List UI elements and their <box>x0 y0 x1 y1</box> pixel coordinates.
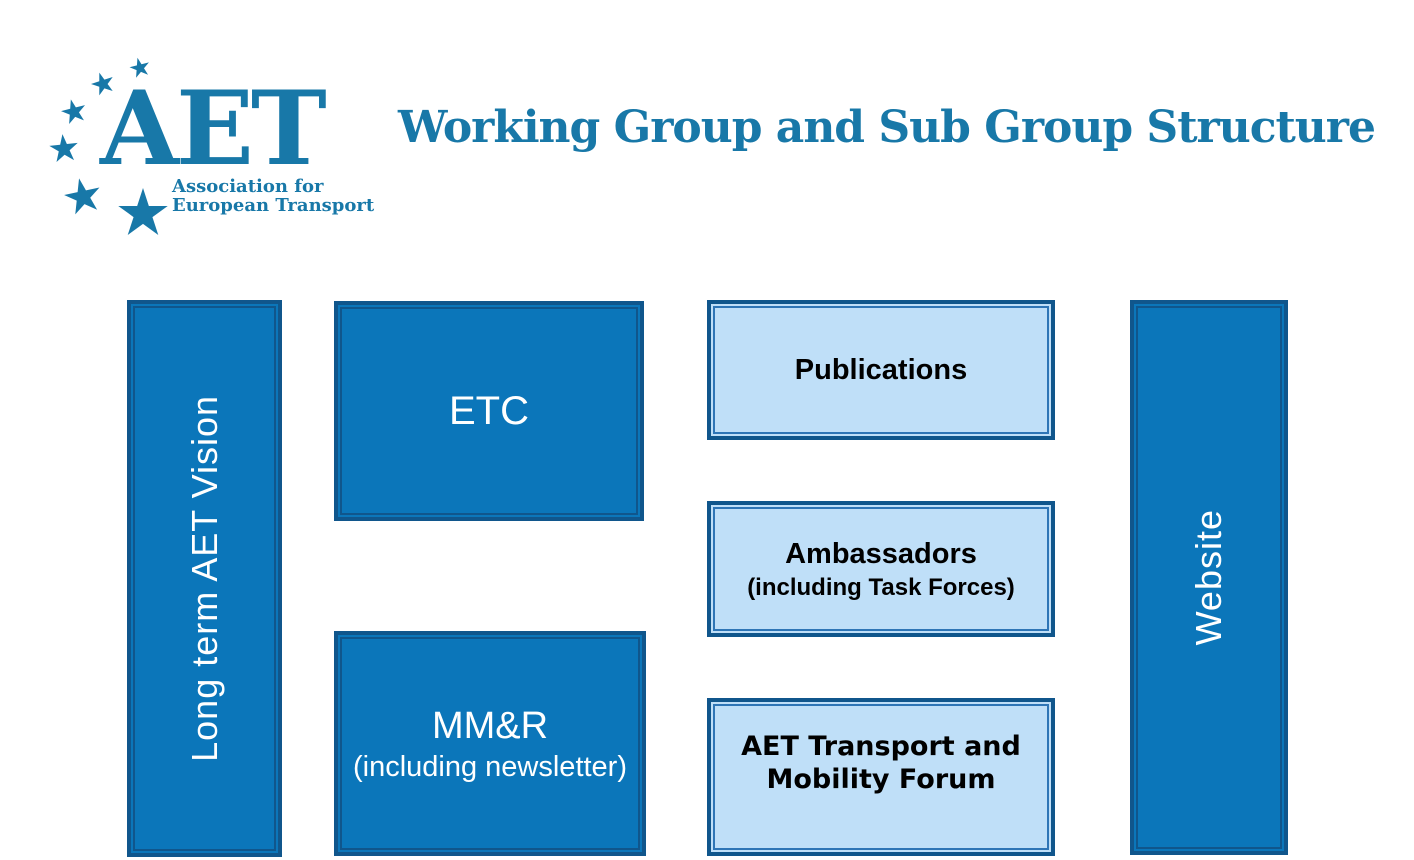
logo-subtitle: Association for European Transport <box>172 177 374 215</box>
box-publications: Publications <box>707 300 1055 440</box>
box-ambassadors: Ambassadors (including Task Forces) <box>707 501 1055 637</box>
box-mmr-sublabel: (including newsletter) <box>352 750 627 783</box>
box-forum-label-line2: Mobility Forum <box>766 764 996 795</box>
logo-acronym: AET <box>100 69 327 189</box>
eu-stars-icon <box>49 57 168 236</box>
box-long-term-aet-vision-label: Long term AET Vision <box>183 395 225 762</box>
box-aet-transport-mobility-forum: AET Transport and Mobility Forum <box>707 698 1055 856</box>
box-mmr-label: MM&R <box>431 704 549 747</box>
box-forum-label-line1: AET Transport and <box>741 731 1021 762</box>
box-publications-label: Publications <box>794 353 968 386</box>
box-etc: ETC <box>334 301 644 521</box>
box-etc-label: ETC <box>449 388 529 433</box>
page-title: Working Group and Sub Group Structure <box>398 102 1376 153</box>
box-mmr: MM&R (including newsletter) <box>334 631 646 856</box>
box-long-term-aet-vision: Long term AET Vision <box>127 300 282 857</box>
box-website-label: Website <box>1188 509 1229 646</box>
logo-subtitle-line1: Association for <box>172 176 324 197</box>
logo-subtitle-line2: European Transport <box>172 195 375 216</box>
box-ambassadors-sublabel: (including Task Forces) <box>747 573 1015 601</box>
box-ambassadors-label: Ambassadors <box>785 537 977 570</box>
box-website: Website <box>1130 300 1288 855</box>
